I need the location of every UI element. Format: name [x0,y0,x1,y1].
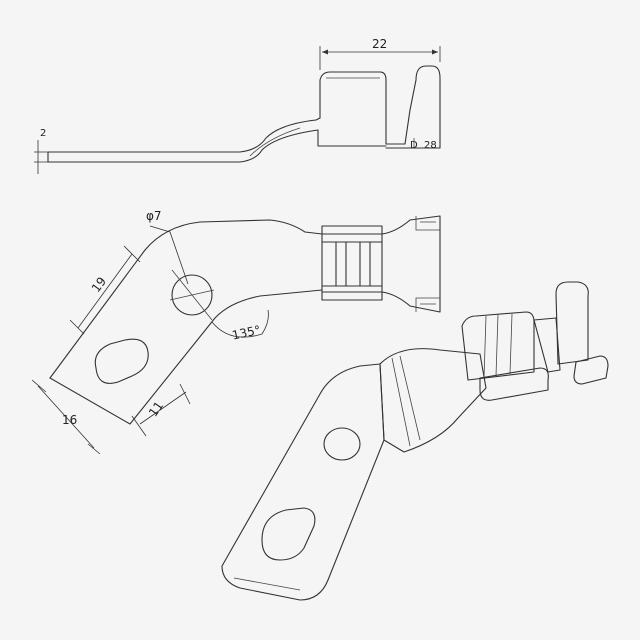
isometric-render [221,281,609,601]
plan-view: φ7 19 16 11 135° [31,209,441,455]
mounting-hole [171,274,213,316]
dim-tab-width-label: 16 [62,413,77,427]
render-hole [323,427,361,461]
dim-right-a-label: D [410,140,418,151]
dim-slot-to-end-label: 11 [146,399,166,420]
dim-bend-angle-label: 135° [231,323,262,343]
dim-thickness-label: 2 [40,128,46,139]
dim-hole-diameter-label: φ7 [146,209,162,223]
dim-hole-to-slot-label: 19 [89,274,109,295]
dim-right-b-label: 28 [424,140,437,151]
render-tab-right [555,281,589,365]
dim-length-label: 22 [372,37,387,51]
side-view: 22 2 D 28 [34,37,441,174]
oblong-slot [94,338,149,384]
render-wing-lower [479,367,549,401]
render-tab [221,363,385,601]
render-slot [261,507,316,561]
